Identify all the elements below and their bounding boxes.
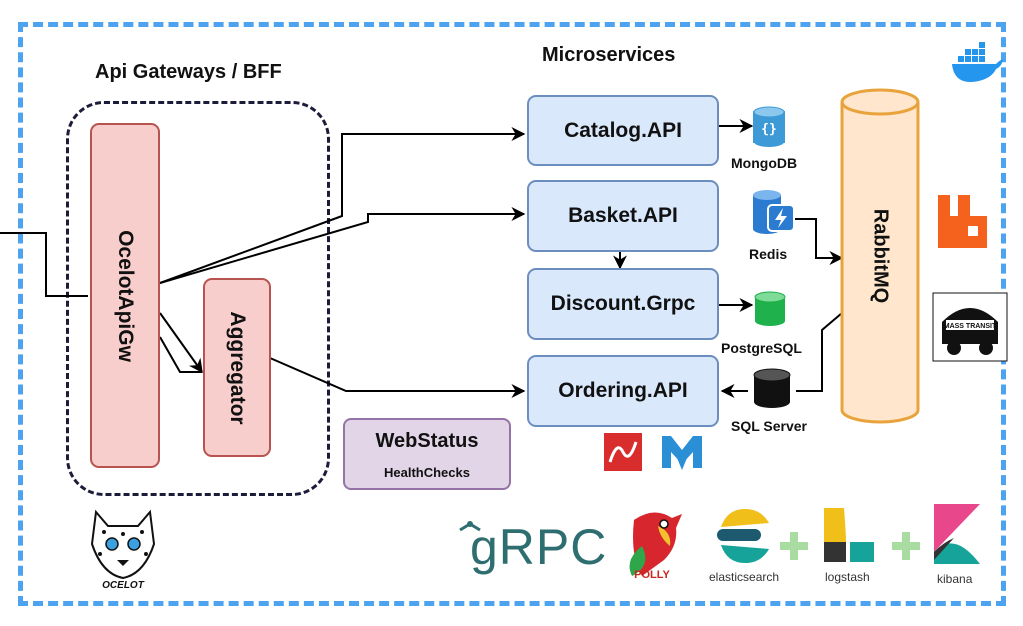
ocelot-to-catalog-connector <box>159 127 526 284</box>
ocelot-apigw-box: OcelotApiGw <box>90 123 160 468</box>
microservices-heading: Microservices <box>542 44 676 66</box>
elasticsearch-logo-icon <box>717 509 769 563</box>
rabbitmq-logo-icon <box>938 195 987 248</box>
masstransit-logo-icon: MASS TRANSIT <box>932 292 1008 362</box>
polly-logo-text: POLLY <box>634 569 670 581</box>
plus-icon-2 <box>892 532 920 560</box>
ocelot-to-aggregator-connector <box>159 312 203 374</box>
grpc-logo-icon <box>459 521 481 532</box>
svg-text:{}: {} <box>761 122 777 137</box>
ocelot-apigw-label: OcelotApiGw <box>114 229 137 362</box>
aggregator-box: Aggregator <box>203 278 271 457</box>
rabbitmq-queue-cylinder <box>840 88 920 424</box>
logstash-logo-icon <box>824 508 874 562</box>
ocelot-to-basket-connector <box>159 207 526 284</box>
mongodb-cylinder-icon: {} <box>753 106 785 147</box>
ocelot-to-aggregator-connector-2 <box>159 336 202 373</box>
webstatus-title: WebStatus <box>375 430 479 452</box>
ocelot-logo-text: OCELOT <box>102 580 145 590</box>
grpc-logo-text: gRPC <box>470 519 608 575</box>
aggregator-label: Aggregator <box>226 310 249 425</box>
dapper-logo-icon <box>604 433 642 471</box>
catalog-api-box: Catalog.API <box>527 95 719 166</box>
ordering-api-box: Ordering.API <box>527 355 719 427</box>
basket-api-box: Basket.API <box>527 180 719 252</box>
client-to-gateway-connector <box>0 232 88 297</box>
kibana-label: kibana <box>937 572 973 586</box>
ocelot-logo-icon: OCELOT <box>90 509 156 590</box>
elasticsearch-label: elasticsearch <box>709 570 780 584</box>
sqlserver-label: SQL Server <box>731 418 808 434</box>
mongodb-label: MongoDB <box>731 155 798 171</box>
aggregator-to-ordering-connector <box>269 357 526 398</box>
postgresql-label: PostgreSQL <box>721 340 802 356</box>
docker-icon <box>952 42 1003 82</box>
redis-cylinder-icon <box>753 190 795 234</box>
mediatr-logo-icon <box>662 436 702 470</box>
logstash-label: logstash <box>825 570 870 584</box>
postgresql-cylinder-icon <box>754 291 786 326</box>
rabbitmq-to-sqlserver-connector <box>796 312 843 392</box>
kibana-logo-icon <box>934 504 980 564</box>
api-gateways-heading: Api Gateways / BFF <box>95 61 282 83</box>
redis-label: Redis <box>749 246 788 262</box>
polly-parrot-icon: POLLY <box>629 512 682 581</box>
masstransit-logo-text: MASS TRANSIT <box>944 323 997 330</box>
healthchecks-label: HealthChecks <box>384 465 470 480</box>
rabbitmq-label: RabbitMQ <box>869 208 892 304</box>
redis-to-rabbitmq-connector <box>794 218 844 265</box>
api-gateway-group <box>66 101 330 496</box>
webstatus-box: WebStatus HealthChecks <box>343 418 511 490</box>
sqlserver-cylinder-icon <box>753 368 791 408</box>
plus-icon <box>780 532 808 560</box>
discount-grpc-box: Discount.Grpc <box>527 268 719 340</box>
